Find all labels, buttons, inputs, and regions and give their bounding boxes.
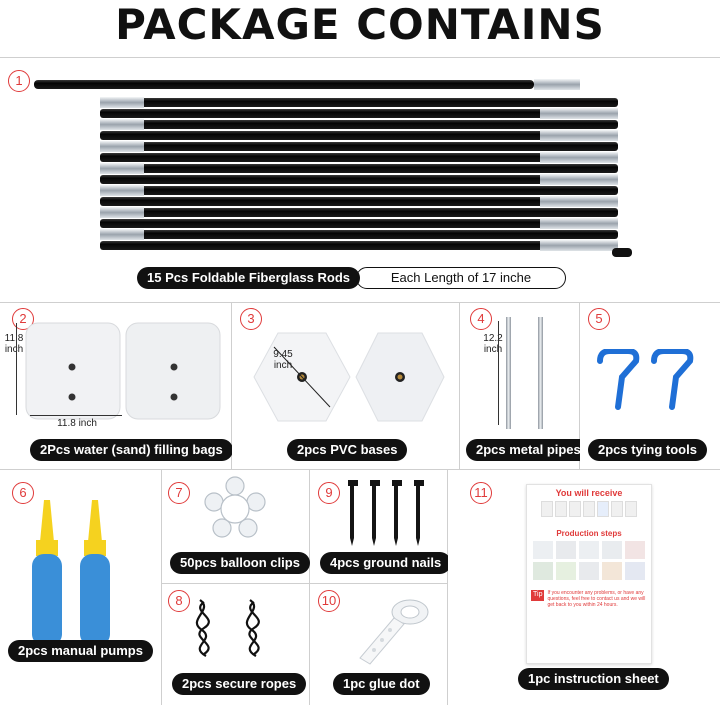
rods-length-box: Each Length of 17 inche xyxy=(356,267,566,289)
item-cell-3: 3 9.45 inch 2pcs PVC bases xyxy=(232,303,460,470)
item-cell-7: 7 50pcs balloon clips xyxy=(162,470,310,584)
fiberglass-rods-image xyxy=(34,79,632,257)
title-divider xyxy=(0,57,720,58)
sheet-heading: You will receive xyxy=(555,488,623,498)
sheet-tip: Tip If you encounter any problems, or ha… xyxy=(531,590,647,608)
dimension-height: 11.8 inch xyxy=(4,333,24,355)
item-number-4: 4 xyxy=(470,308,492,330)
item-label-6: 2pcs manual pumps xyxy=(8,640,153,662)
dimension-diameter: 9.45 inch xyxy=(273,349,293,371)
dimension-length: 12.2 inch xyxy=(483,333,503,355)
item-label-4: 2pcs metal pipes xyxy=(466,439,591,461)
item-cell-6: 6 2pcs manual pumps xyxy=(0,470,162,705)
item-number-11: 11 xyxy=(470,482,492,504)
item-number-9: 9 xyxy=(318,482,340,504)
ground-nails-image xyxy=(348,480,424,546)
item-label-9: 4pcs ground nails xyxy=(320,552,452,574)
water-bags-image xyxy=(25,322,221,420)
item-label-2: 2Pcs water (sand) filling bags xyxy=(30,439,233,461)
dimension-width: 11.8 inch xyxy=(57,418,97,429)
rods-section: 1 15 Pcs Foldable Fiberglass Rods Each L… xyxy=(0,58,720,302)
item-number-10: 10 xyxy=(318,590,340,612)
item-label-3: 2pcs PVC bases xyxy=(287,439,408,461)
item-number-3: 3 xyxy=(240,308,262,330)
balloon-clip-image xyxy=(204,476,266,538)
dimension-line xyxy=(16,323,17,415)
item-label-7: 50pcs balloon clips xyxy=(170,552,310,574)
sheet-tip-label: Tip xyxy=(531,590,545,601)
item-cell-5: 5 2pcs tying tools xyxy=(580,303,720,470)
page-title: PACKAGE CONTAINS xyxy=(115,0,605,49)
item-number-5: 5 xyxy=(588,308,610,330)
item-label-8: 2pcs secure ropes xyxy=(172,673,307,695)
item-label-10: 1pc glue dot xyxy=(333,673,430,695)
metal-pipe xyxy=(506,317,511,429)
sheet-tip-text: If you encounter any problems, or have a… xyxy=(547,590,646,608)
tying-tools-image xyxy=(597,349,694,410)
rods-label: 15 Pcs Foldable Fiberglass Rods xyxy=(137,267,361,289)
sheet-parts-row xyxy=(527,501,651,517)
item-number-8: 8 xyxy=(168,590,190,612)
item-cell-11: 11 You will receive Production steps Tip… xyxy=(448,470,720,705)
rods-length-text: Each Length of 17 inche xyxy=(390,270,532,285)
item-number-6: 6 xyxy=(12,482,34,504)
dimension-line xyxy=(30,415,122,416)
item-cell-10: 10 1pc glue dot xyxy=(310,584,448,705)
item-number-1: 1 xyxy=(8,70,30,92)
row-divider xyxy=(0,302,720,303)
pvc-bases-image xyxy=(253,332,445,422)
instruction-sheet-image: You will receive Production steps Tip If… xyxy=(526,484,652,664)
item-label-5: 2pcs tying tools xyxy=(588,439,707,461)
item-cell-9: 9 4pcs ground nails xyxy=(310,470,452,584)
sheet-steps-grid xyxy=(527,541,651,580)
item-number-7: 7 xyxy=(168,482,190,504)
item-number-2: 2 xyxy=(12,308,34,330)
secure-ropes-image xyxy=(195,599,260,657)
item-cell-4: 4 12.2 inch 2pcs metal pipes xyxy=(460,303,591,470)
glue-dot-roll-image xyxy=(359,599,429,665)
item-cell-2: 2 11.8 inch 11.8 inch 2Pcs water (sand) … xyxy=(0,303,233,470)
item-label-11: 1pc instruction sheet xyxy=(518,668,669,690)
dimension-line xyxy=(498,321,499,425)
manual-pumps-image xyxy=(32,500,110,646)
metal-pipe xyxy=(538,317,543,429)
item-cell-8: 8 2pcs secure ropes xyxy=(162,584,310,705)
sheet-steps-heading: Production steps xyxy=(556,529,622,538)
